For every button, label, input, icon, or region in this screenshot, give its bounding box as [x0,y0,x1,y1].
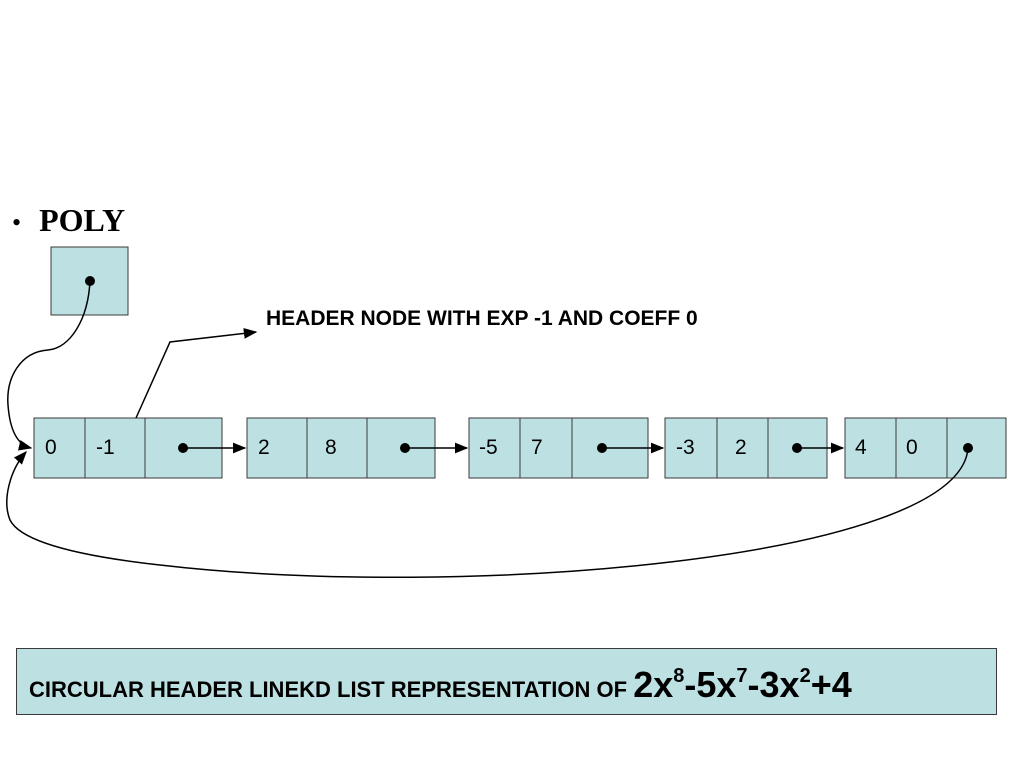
circular-link-arrow [6,447,969,579]
node-4-coeff: 4 [855,436,867,459]
term-1-base: -5x [684,664,737,705]
node-0 [33,417,223,479]
node-4-exp: 0 [906,436,918,459]
term-1-power: 7 [736,665,748,687]
node-1-exp: 8 [325,436,337,459]
constant-term: +4 [810,664,852,705]
term-0-power: 8 [673,665,685,687]
header-node-note: HEADER NODE WITH EXP -1 AND COEFF 0 [266,307,698,330]
term-2-power: 2 [799,665,811,687]
node-3-exp: 2 [735,436,747,459]
poly-label: POLY [39,202,126,238]
caption-lead: CIRCULAR HEADER LINEKD LIST REPRESENTATI… [29,677,634,702]
node-4 [844,417,1007,479]
poly-label-row: • POLY [12,202,125,239]
caption-text: CIRCULAR HEADER LINEKD LIST REPRESENTATI… [29,664,852,706]
header-callout-arrow [135,328,258,419]
node-2-exp: 7 [531,436,543,459]
node-2 [468,417,649,479]
node-1-coeff: 2 [258,436,270,459]
node-2-coeff: -5 [479,436,498,459]
node-1 [246,417,436,479]
node-3-coeff: -3 [676,436,695,459]
polynomial-expression: 2x8-5x7-3x2+4 [633,664,852,705]
term-2-base: -3x [747,664,800,705]
poly-pointer-arrow [7,280,91,451]
term-0-base: 2x [633,664,674,705]
caption-box: CIRCULAR HEADER LINEKD LIST REPRESENTATI… [16,648,997,715]
bullet-glyph: • [12,208,22,237]
node-0-exp: -1 [96,436,115,459]
node-0-coeff: 0 [45,436,57,459]
